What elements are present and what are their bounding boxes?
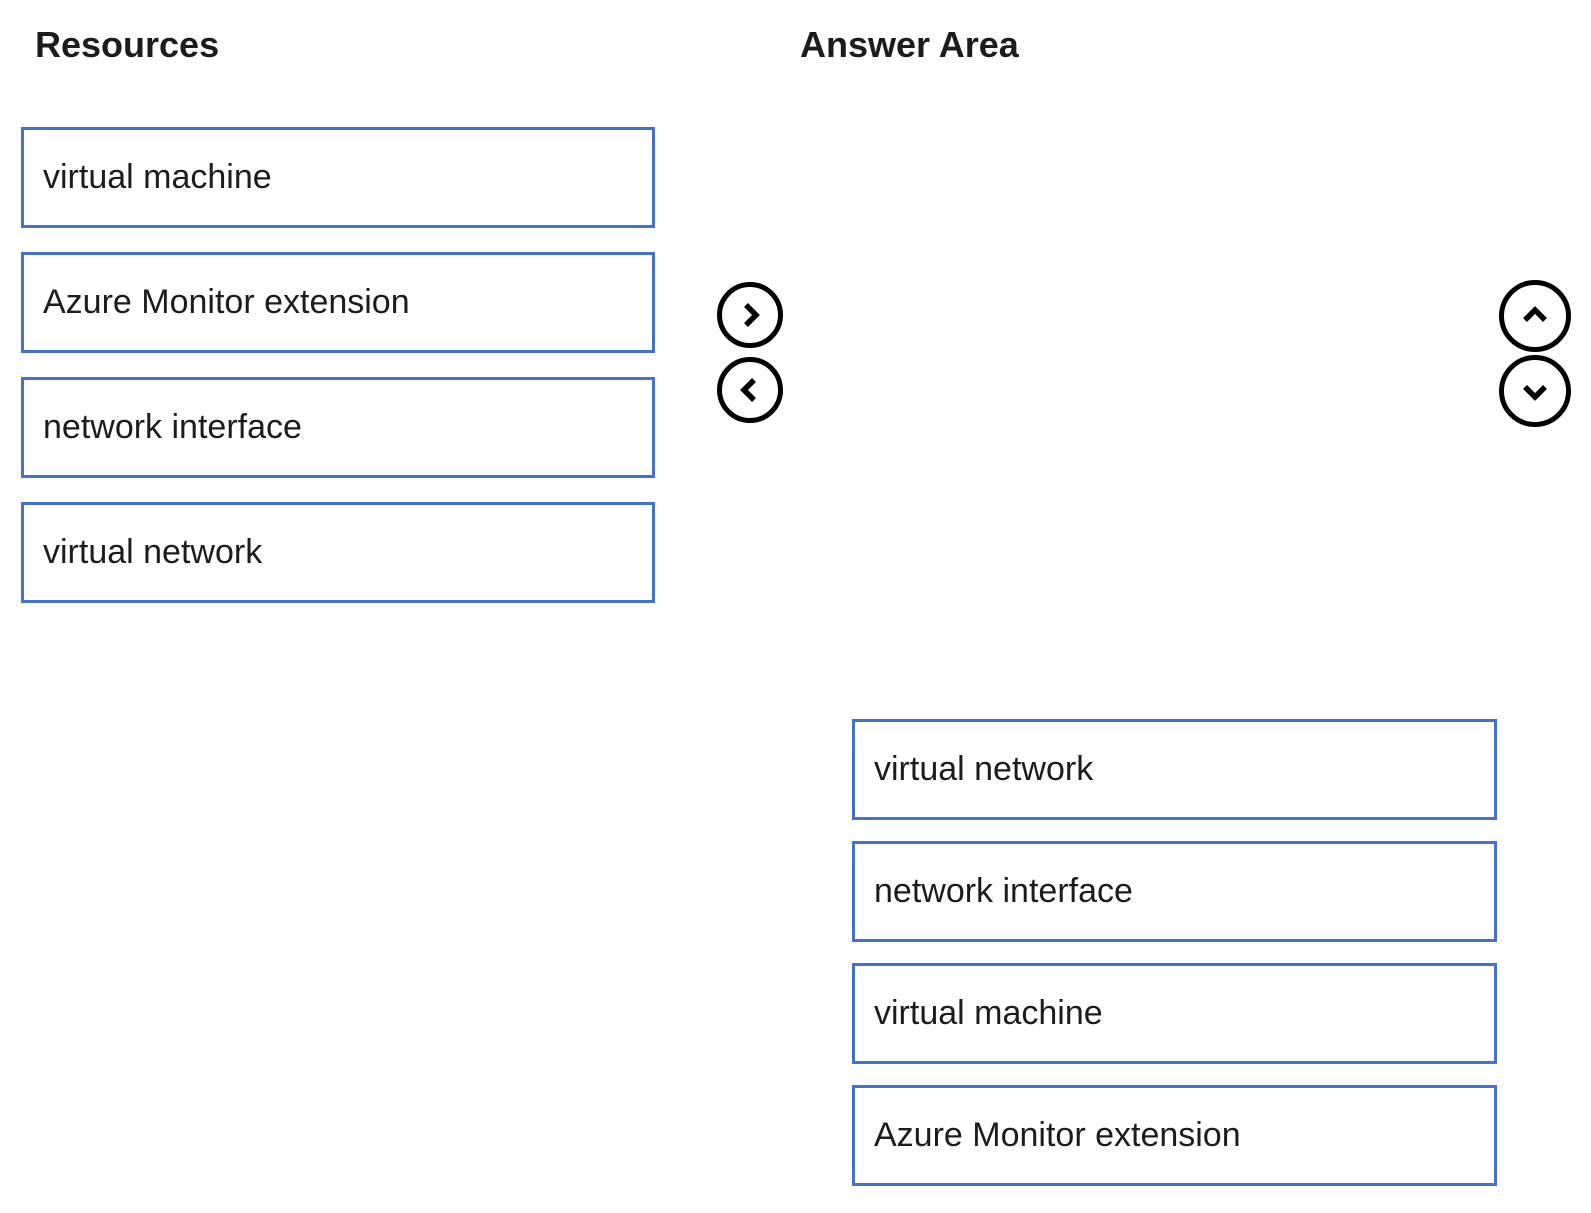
chevron-left-icon [732,372,768,408]
chevron-down-icon [1517,373,1553,409]
answer-item-label: virtual machine [874,994,1103,1032]
resources-title: Resources [35,24,220,65]
move-right-button[interactable] [717,282,783,348]
resource-item-label: virtual machine [43,158,272,196]
move-down-button[interactable] [1499,355,1571,427]
answer-item-label: Azure Monitor extension [874,1116,1241,1154]
answer-item-label: virtual network [874,750,1094,788]
resource-item-network-interface[interactable]: network interface [21,377,655,478]
answer-item-virtual-network[interactable]: virtual network [852,719,1497,820]
move-left-button[interactable] [717,357,783,423]
resource-item-azure-monitor-extension[interactable]: Azure Monitor extension [21,252,655,353]
resource-item-virtual-network[interactable]: virtual network [21,502,655,603]
answer-item-label: network interface [874,872,1133,910]
answer-item-azure-monitor-extension[interactable]: Azure Monitor extension [852,1085,1497,1186]
resource-item-label: Azure Monitor extension [43,283,410,321]
chevron-right-icon [732,297,768,333]
answer-area-title: Answer Area [800,24,1019,65]
chevron-up-icon [1517,298,1553,334]
resource-item-label: virtual network [43,533,263,571]
resource-item-virtual-machine[interactable]: virtual machine [21,127,655,228]
resource-item-label: network interface [43,408,302,446]
answer-item-network-interface[interactable]: network interface [852,841,1497,942]
answer-item-virtual-machine[interactable]: virtual machine [852,963,1497,1064]
move-up-button[interactable] [1499,280,1571,352]
